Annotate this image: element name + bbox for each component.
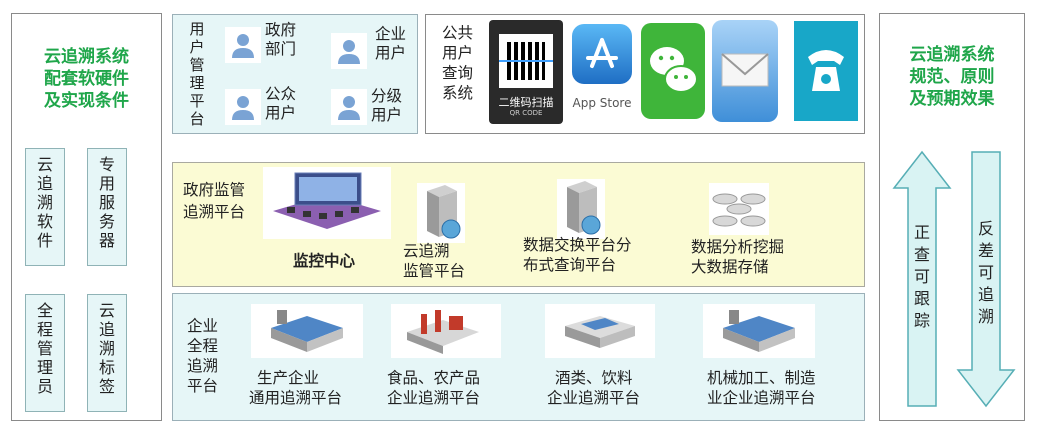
- user-tiered-label: 分级用户: [371, 87, 403, 124]
- server-icon: [417, 183, 465, 243]
- gov-platform-title: 政府监管追溯平台: [183, 181, 246, 221]
- tag-dedicated-server: 专用服务器: [87, 148, 127, 266]
- data-analysis-label: 数据分析挖掘 大数据存储: [691, 238, 785, 276]
- phone-icon[interactable]: [794, 21, 858, 121]
- left-panel-title: 云追溯系统 配套软硬件 及实现条件: [44, 47, 129, 111]
- tag-cloud-label: 云追溯标签: [87, 294, 127, 412]
- public-query-panel: 公共用户查询系统 二维码扫描 QR CODE App Store: [425, 14, 865, 134]
- right-panel: 云追溯系统 规范、原则 及预期效果 正查可跟踪 反差可追溯: [879, 13, 1025, 421]
- machinery-label: 机械加工、制造 业企业追溯平台: [707, 369, 816, 407]
- user-gov-label: 政府部门: [265, 21, 297, 58]
- machinery-factory-icon: [703, 304, 815, 358]
- cloud-supervision-label: 云追溯 监管平台: [403, 242, 466, 280]
- enterprise-platform-panel: 企业全程追溯平台 生产企业 通用追溯平台 食品、农产品 企业追溯平台 酒类、饮料…: [172, 293, 865, 421]
- wine-beverage-label: 酒类、饮料 企业追溯平台: [547, 369, 641, 407]
- down-arrow: 反差可追溯: [956, 150, 1016, 408]
- user-icon: [331, 33, 367, 69]
- mail-icon[interactable]: [712, 20, 778, 122]
- factory-icon: [251, 304, 363, 358]
- left-panel: 云追溯系统 配套软硬件 及实现条件 云追溯软件 专用服务器 全程管理员 云追溯标…: [11, 13, 162, 421]
- right-panel-title: 云追溯系统 规范、原则 及预期效果: [909, 45, 995, 109]
- database-icon: [709, 183, 769, 235]
- qr-scan-icon[interactable]: 二维码扫描 QR CODE: [489, 20, 563, 124]
- beverage-factory-icon: [545, 304, 655, 358]
- app-store-icon[interactable]: App Store: [568, 20, 636, 124]
- tag-full-process-admin: 全程管理员: [25, 294, 65, 412]
- user-icon: [225, 27, 261, 63]
- user-enterprise-label: 企业用户: [375, 25, 407, 62]
- monitoring-center-label: 监控中心: [293, 252, 356, 270]
- general-enterprise-label: 生产企业 通用追溯平台: [249, 369, 343, 407]
- food-agri-label: 食品、农产品 企业追溯平台: [387, 369, 481, 407]
- public-query-title: 公共用户查询系统: [442, 24, 474, 102]
- user-icon: [331, 89, 367, 125]
- user-public-label: 公众用户: [265, 85, 297, 122]
- server-icon: [557, 179, 605, 239]
- wechat-icon[interactable]: [641, 23, 705, 119]
- data-exchange-label: 数据交换平台分 布式查询平台: [523, 236, 632, 274]
- food-factory-icon: [391, 304, 501, 358]
- tag-cloud-software: 云追溯软件: [25, 148, 65, 266]
- up-arrow: 正查可跟踪: [892, 150, 952, 408]
- enterprise-platform-title: 企业全程追溯平台: [187, 317, 219, 395]
- monitoring-center-image: [263, 167, 391, 239]
- user-management-title: 用户管理平台: [189, 20, 205, 128]
- user-icon: [225, 89, 261, 125]
- user-management-panel: 用户管理平台 政府部门 企业用户 公众用户 分级用户: [172, 14, 418, 134]
- gov-platform-panel: 政府监管追溯平台 监控中心 云追溯 监管平台 数据交换平台分 布式查询平台 数据…: [172, 162, 865, 287]
